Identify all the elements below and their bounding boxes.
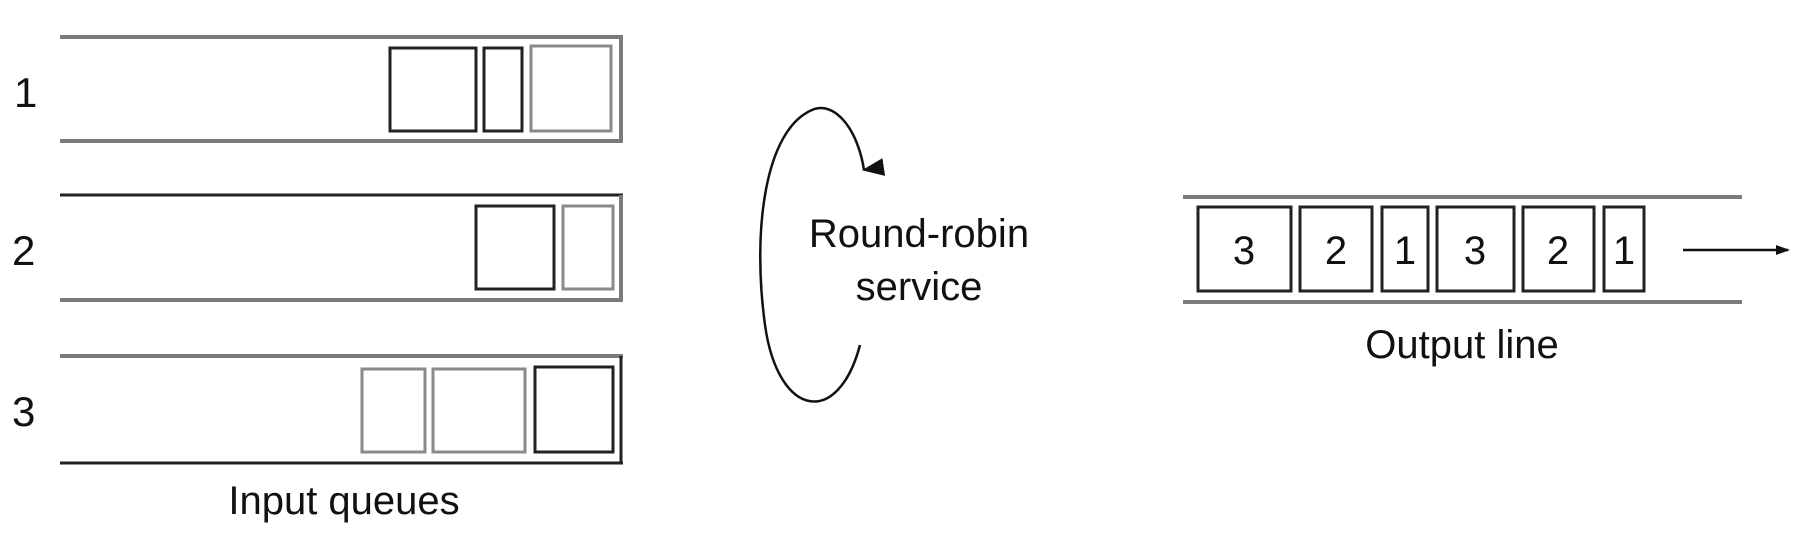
queue-3-label: 3 xyxy=(12,388,35,435)
input-queue-2: 2 xyxy=(12,193,623,302)
output-packet-label: 2 xyxy=(1325,229,1347,273)
output-packet xyxy=(1521,205,1596,293)
output-packet xyxy=(1435,205,1516,293)
input-queue-3: 3 xyxy=(12,354,623,465)
queue-3-packet xyxy=(533,365,615,454)
queue-2-label: 2 xyxy=(12,227,35,274)
queue-1-packet xyxy=(388,46,478,133)
queue-3-packet xyxy=(360,367,427,454)
output-packet xyxy=(1380,205,1430,293)
input-queues-caption: Input queues xyxy=(228,479,459,523)
output-line: 3 2 1 3 2 1 Output line xyxy=(1183,195,1790,367)
output-packet-label: 1 xyxy=(1613,229,1635,273)
service-label-line2: service xyxy=(856,265,983,309)
queue-1-label: 1 xyxy=(14,69,37,116)
queue-2-packet xyxy=(474,204,556,291)
input-queue-1: 1 xyxy=(14,35,623,143)
output-line-caption: Output line xyxy=(1365,323,1558,367)
output-packet xyxy=(1196,205,1293,293)
output-packet-label: 1 xyxy=(1394,229,1416,273)
queue-3-packet xyxy=(431,367,527,454)
output-packet xyxy=(1298,205,1374,293)
output-packet-label: 3 xyxy=(1464,229,1486,273)
round-robin-loop: Round-robin service xyxy=(759,106,1029,403)
output-packet-label: 3 xyxy=(1233,229,1255,273)
output-packet-label: 2 xyxy=(1547,229,1569,273)
service-label-line1: Round-robin xyxy=(809,212,1029,256)
round-robin-arrow xyxy=(759,106,886,403)
queue-1-packet xyxy=(482,46,524,133)
queue-1-packet xyxy=(529,44,613,133)
output-packet xyxy=(1602,205,1646,293)
queue-2-packet xyxy=(561,204,615,291)
